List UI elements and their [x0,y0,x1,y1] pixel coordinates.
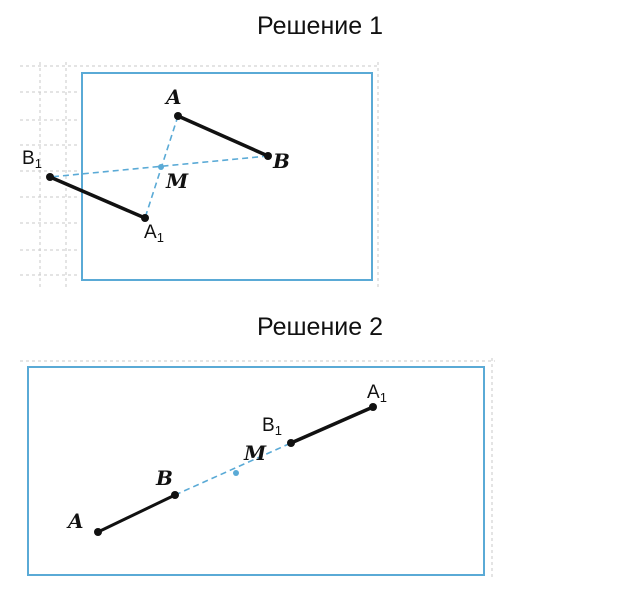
point-B [171,491,179,499]
point-B1 [287,439,295,447]
diagram-1: A B M B1 A1 [20,62,380,290]
label-M: M [243,441,267,465]
label-M: M [165,169,189,193]
solution-2-title: Решение 2 [257,313,383,341]
label-B1: B1 [22,148,42,171]
frame-2 [27,366,485,576]
point-B [264,152,272,160]
label-A1: A1 [367,382,387,405]
label-A: A [164,85,182,109]
label-B1: B1 [262,415,282,438]
point-A [94,528,102,536]
label-A: A [66,509,84,533]
point-A1 [141,214,149,222]
point-A [174,112,182,120]
point-A1 [369,403,377,411]
segment-B1A1 [290,405,374,445]
point-M [158,164,164,170]
point-B1 [46,173,54,181]
dashed-line-B-B1 [49,155,269,178]
solution-1-title: Решение 1 [257,12,383,40]
point-M [233,470,239,476]
segment-AB [97,493,176,534]
grid-background [20,62,380,290]
segment-AB [177,114,269,158]
label-B: B [155,466,173,490]
grid-background [20,358,495,580]
label-B: B [272,149,290,173]
dashed-line-B-B1 [174,442,292,496]
label-A1: A1 [144,222,164,245]
frame-1 [81,72,373,281]
diagram-2: A B M B1 A1 [20,358,495,580]
segment-A1B1 [49,175,146,220]
